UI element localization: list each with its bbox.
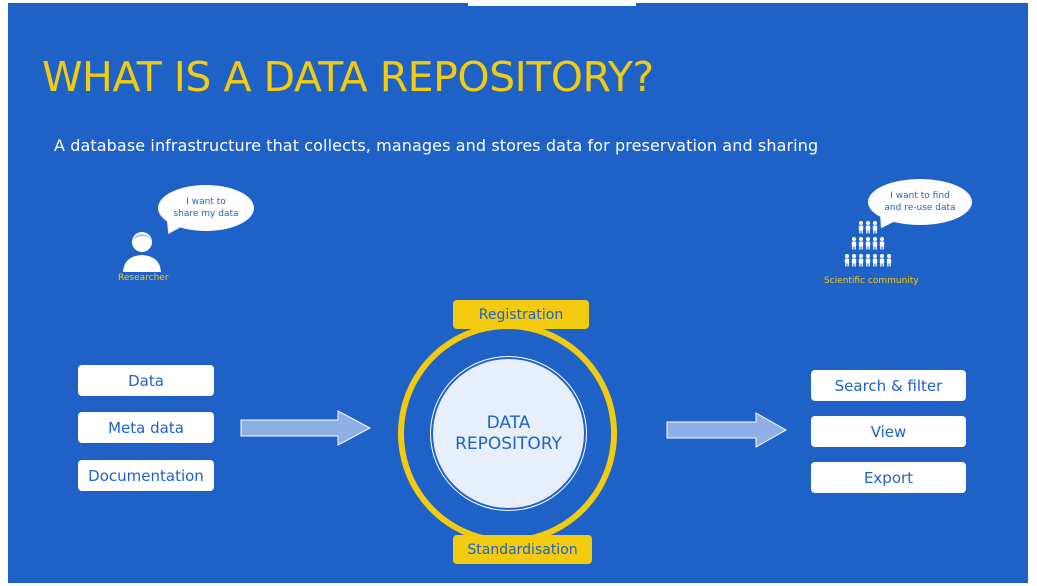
output-box-search-filter: Search & filter xyxy=(811,370,966,401)
input-box-documentation: Documentation xyxy=(78,460,214,491)
researcher-speech-bubble: I want to share my data xyxy=(158,185,254,231)
output-box-view: View xyxy=(811,416,966,447)
arrow-right-icon xyxy=(666,412,788,448)
arrow-right-icon xyxy=(240,410,372,446)
person-icon xyxy=(123,232,161,272)
community-speech-bubble: I want to find and re-use data xyxy=(868,179,972,225)
output-box-export: Export xyxy=(811,462,966,493)
community-label: Scientific community xyxy=(824,276,919,286)
standardisation-tag: Standardisation xyxy=(453,535,592,564)
repository-label-line2: REPOSITORY xyxy=(455,433,562,454)
repository-core: DATA REPOSITORY xyxy=(430,356,587,511)
input-box-meta-data: Meta data xyxy=(78,412,214,443)
top-strip xyxy=(468,3,636,6)
input-box-data: Data xyxy=(78,365,214,396)
slide: WHAT IS A DATA REPOSITORY? A database in… xyxy=(8,3,1028,583)
repository-label-line1: DATA xyxy=(486,412,531,433)
researcher-label: Researcher xyxy=(118,273,169,283)
registration-tag: Registration xyxy=(453,300,589,329)
group-pyramid-icon xyxy=(844,221,892,267)
slide-title: WHAT IS A DATA REPOSITORY? xyxy=(42,53,654,101)
slide-subtitle: A database infrastructure that collects,… xyxy=(54,136,819,155)
